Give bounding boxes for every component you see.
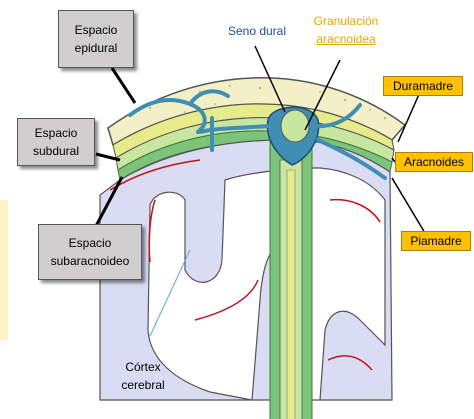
label-line-1: Espacio [35, 124, 78, 142]
label-line-1: Córtex [108, 358, 178, 376]
label-espacio-subaracnoideo: Espacio subaracnoideo [38, 224, 142, 280]
label-line-1: Espacio [75, 21, 118, 39]
label-line-1: Espacio [69, 234, 112, 252]
label-line-1: Granulación [306, 12, 386, 30]
label-cortex-cerebral: Córtex cerebral [108, 358, 178, 394]
label-espacio-epidural: Espacio epidural [58, 10, 134, 68]
label-piamadre: Piamadre [401, 231, 471, 251]
label-line-2: subdural [33, 142, 79, 160]
label-seno-dural: Seno dural [222, 22, 292, 40]
label-duramadre: Duramadre [383, 76, 463, 96]
label-line-2: epidural [75, 39, 118, 57]
label-line-2: subaracnoideo [51, 252, 130, 270]
label-granulacion-aracnoidea: Granulación aracnoidea [306, 12, 386, 48]
label-line-2: cerebral [108, 376, 178, 394]
label-line-2: aracnoidea [306, 30, 386, 48]
label-aracnoides: Aracnoides [395, 152, 473, 172]
label-espacio-subdural: Espacio subdural [17, 118, 95, 166]
